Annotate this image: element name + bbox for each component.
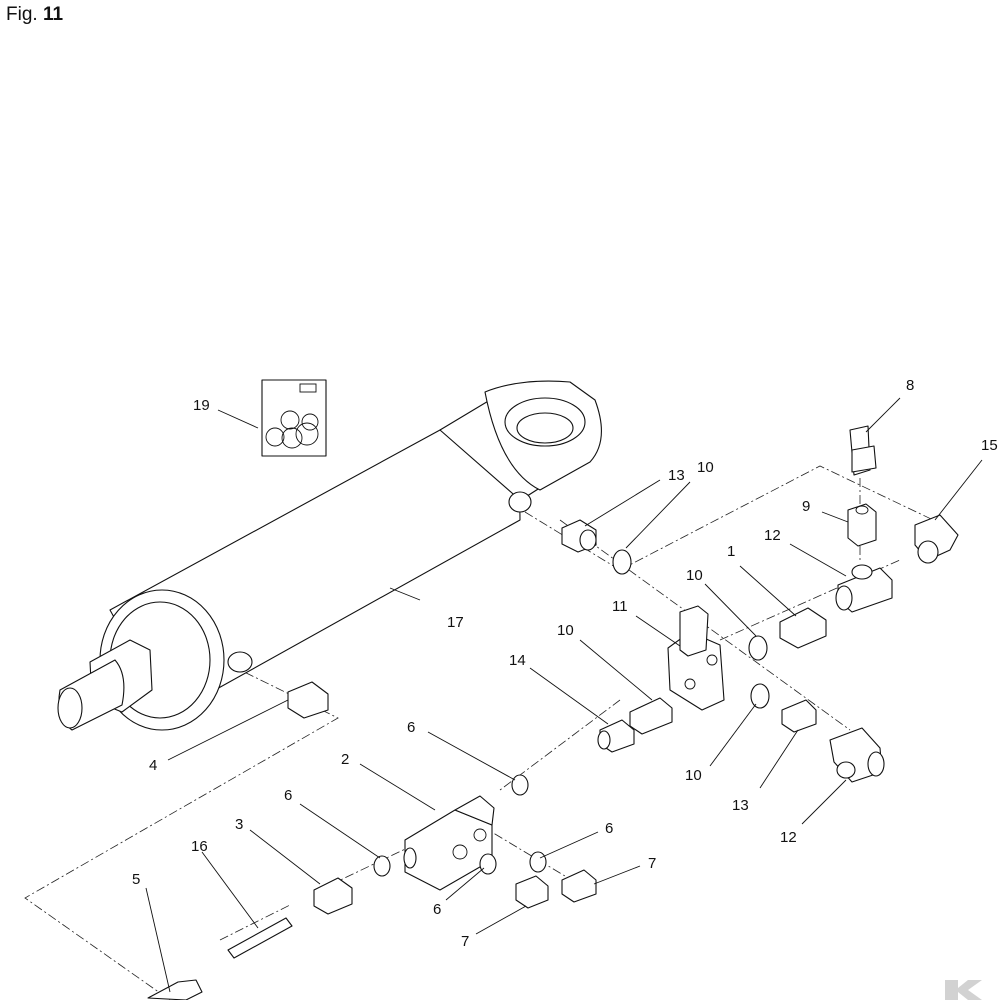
callout-15: 15 [981,437,998,454]
brand-logo-icon [945,980,982,1000]
callout-10-upper: 10 [697,459,714,476]
callout-6-left: 6 [284,787,292,804]
callout-2: 2 [341,751,349,768]
hydraulic-cylinder [57,380,602,731]
fitting-7-right [561,869,597,903]
fitting-10-left [629,697,673,735]
callout-11: 11 [612,598,628,615]
assembly-path-lines [24,465,951,1000]
callout-7-right: 7 [648,855,656,872]
fitting-1 [779,607,827,649]
fitting-8 [849,425,877,476]
fitting-7-left [515,875,549,909]
tube-16 [227,917,293,959]
washer-6-left [373,855,391,877]
callout-6-upper: 6 [407,719,415,736]
washer-10-mid [748,635,768,661]
callout-9: 9 [802,498,810,515]
washer-10-lower [750,683,770,709]
figure-number: 11 [42,4,64,25]
fitting-13-lower [781,699,817,733]
figure-title: Fig. 11 [6,4,63,26]
fitting-4 [287,681,329,719]
callout-19: 19 [193,397,210,414]
tee-12-lower [829,727,885,783]
callout-4: 4 [149,757,157,774]
callout-1: 1 [727,543,735,560]
fitting-15 [914,514,959,564]
callout-16: 16 [191,838,208,855]
callout-labels: 19 13 10 8 9 15 12 1 10 11 10 14 17 4 2 … [132,377,998,950]
callout-14: 14 [509,652,526,669]
fitting-13-upper [561,519,597,553]
callout-5: 5 [132,871,140,888]
callout-12-upper: 12 [764,527,781,544]
washer-10-upper [612,549,632,575]
callout-10-lower: 10 [685,767,702,784]
callout-10-left: 10 [557,622,574,639]
figure-prefix: Fig. [6,4,38,25]
valve-block-11 [667,605,725,711]
washer-6-right [529,851,547,873]
callout-13-lower: 13 [732,797,749,814]
callout-6-right: 6 [605,820,613,837]
callout-17: 17 [447,614,464,631]
washer-6-upper [511,774,529,796]
fitting-14 [597,719,635,753]
callout-8: 8 [906,377,914,394]
fitting-3 [313,877,353,915]
valve-block-2 [403,795,495,891]
seal-kit-bag [261,379,327,457]
callout-10-mid: 10 [686,567,703,584]
adapter-9 [847,503,877,547]
leader-lines [145,397,983,993]
callout-6-bottom: 6 [433,901,441,918]
callout-13-upper: 13 [668,467,685,484]
callout-7-left: 7 [461,933,469,950]
callout-12-lower: 12 [780,829,797,846]
tee-12-upper [835,564,893,613]
washer-6-bottom [479,853,497,875]
callout-3: 3 [235,816,243,833]
